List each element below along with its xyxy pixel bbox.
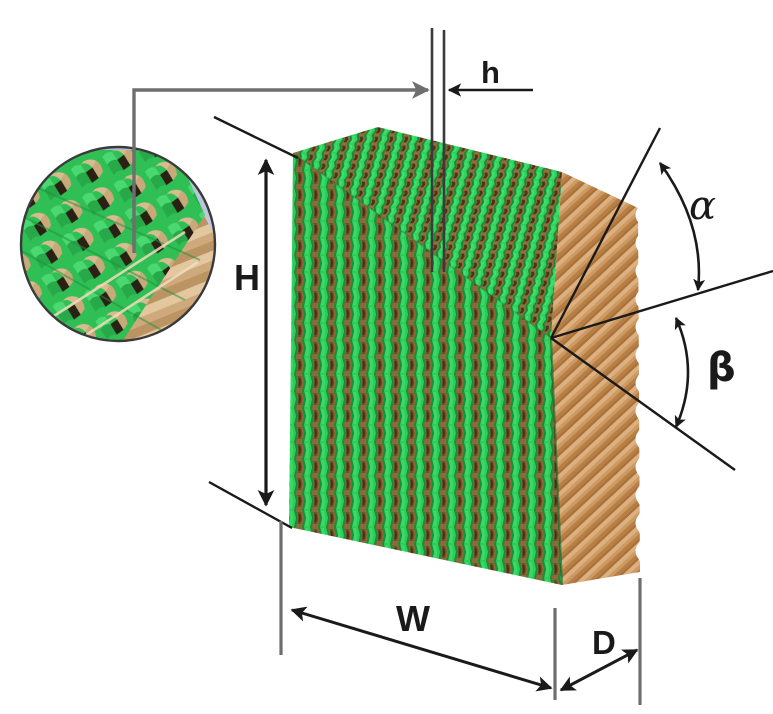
magnified-flute-inset xyxy=(19,145,217,343)
label-h: h xyxy=(481,55,500,90)
label-D: D xyxy=(592,624,616,661)
block-front-face xyxy=(289,153,562,585)
block-top-face xyxy=(293,127,562,338)
dimension-H xyxy=(208,115,299,530)
angle-beta-arc xyxy=(674,316,690,429)
label-W: W xyxy=(396,598,430,639)
label-H: H xyxy=(234,257,260,298)
block-edges xyxy=(292,152,564,586)
dimension-D xyxy=(559,578,642,705)
dimension-W xyxy=(279,521,557,700)
block-right-face xyxy=(551,172,646,585)
angle-reference-lines xyxy=(549,127,773,471)
inset-leader-line xyxy=(132,81,430,253)
label-beta: β xyxy=(707,345,736,391)
dimension-h xyxy=(430,28,533,272)
label-alpha: α xyxy=(689,183,717,229)
angle-alpha-arc xyxy=(658,162,706,292)
